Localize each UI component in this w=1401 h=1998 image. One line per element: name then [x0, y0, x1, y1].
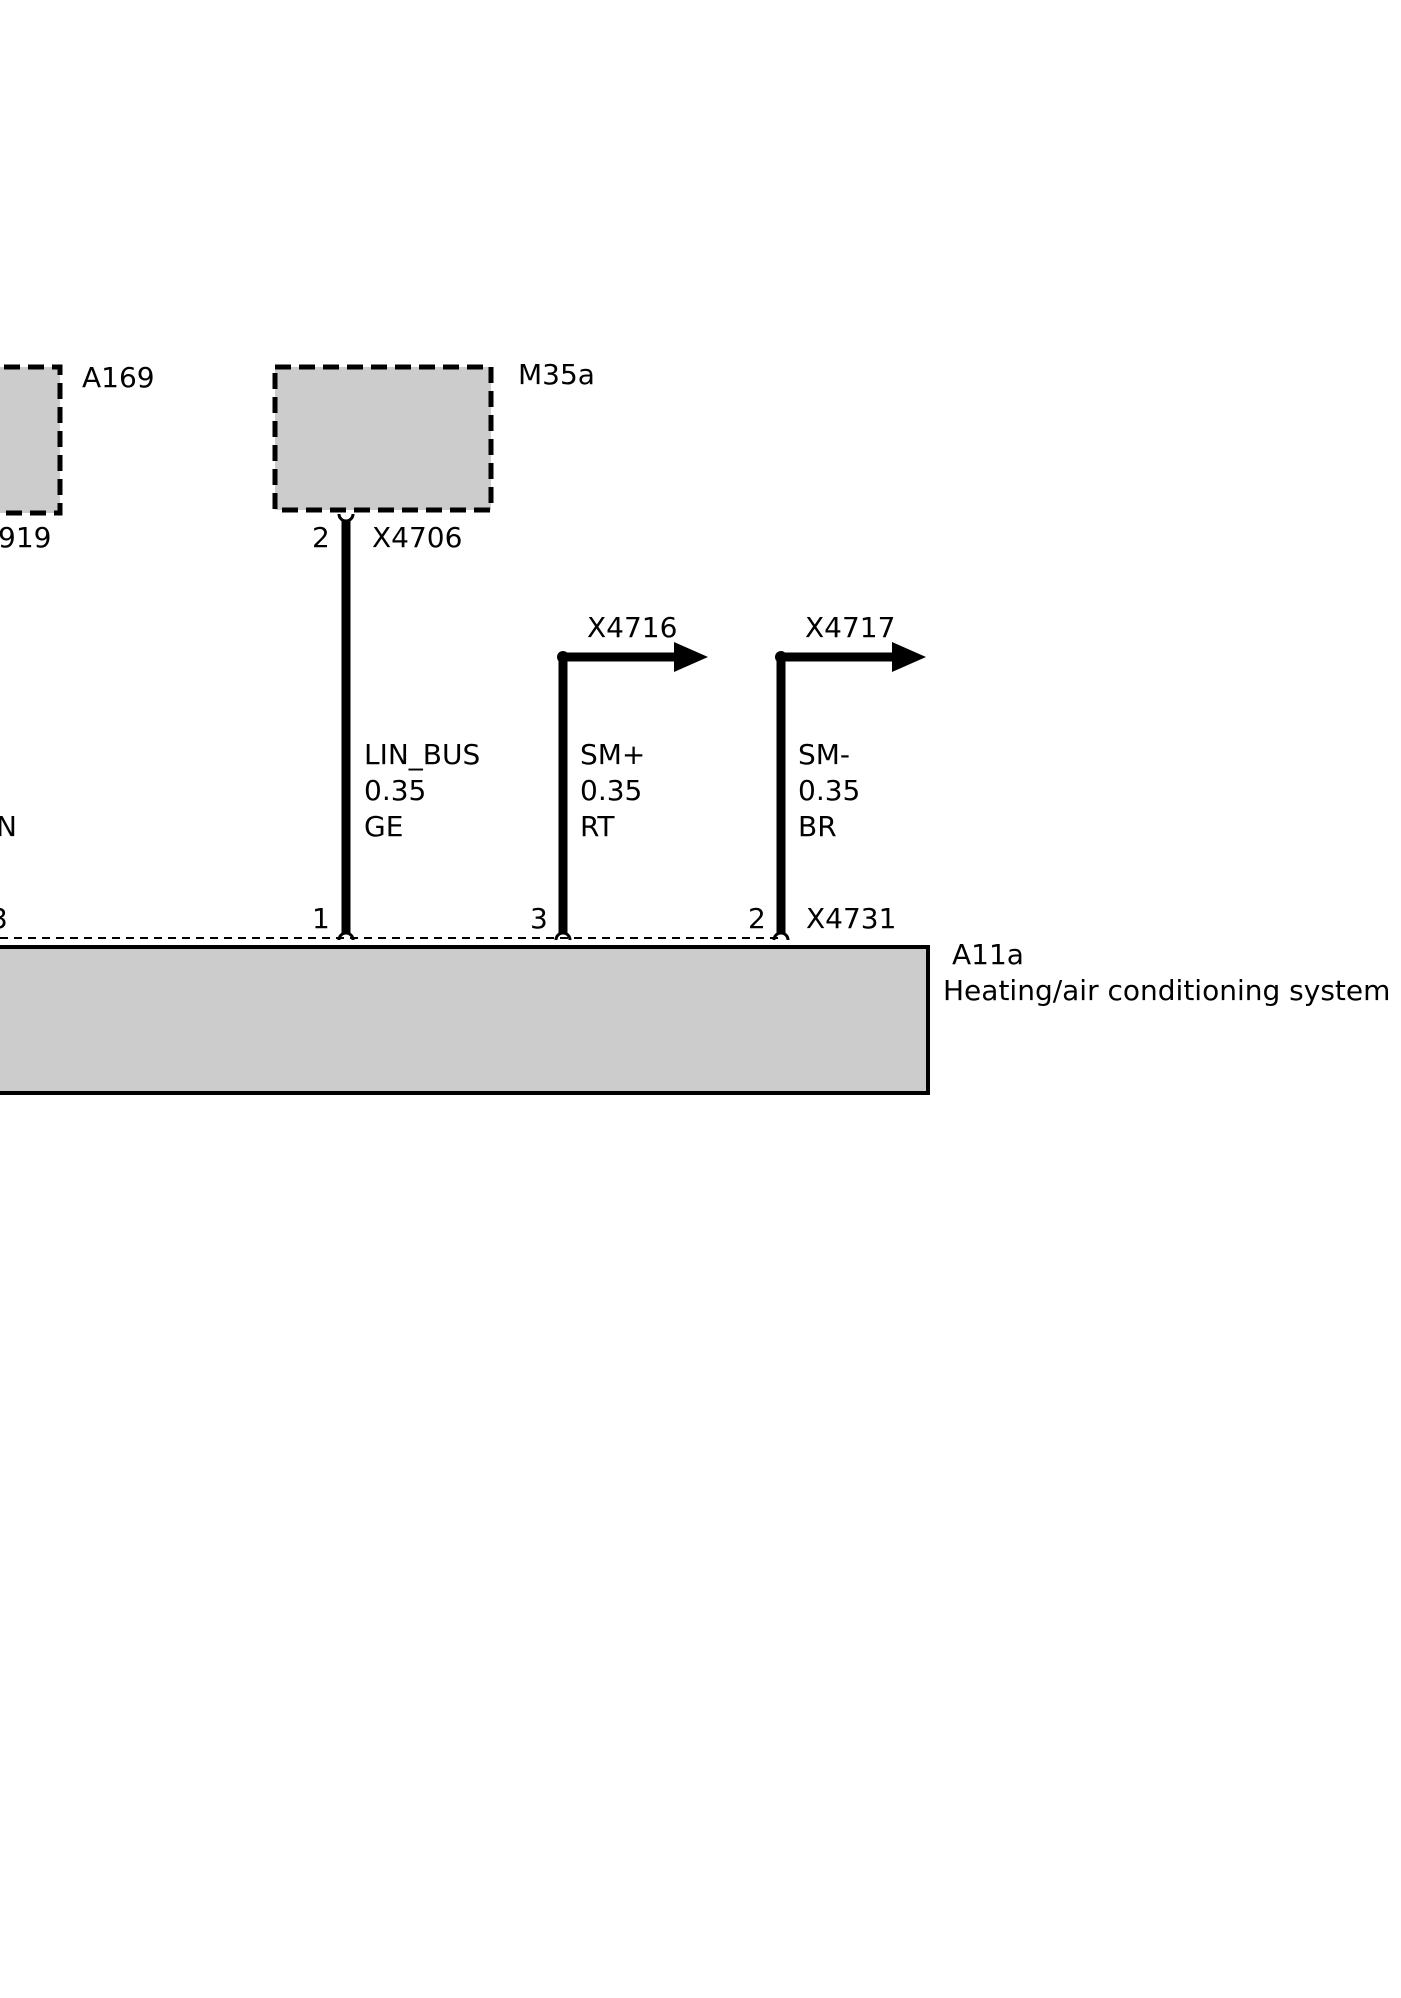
m35a-pin-socket: [337, 513, 355, 523]
left-wire-color-fragment: N: [0, 810, 17, 843]
lin-bus-gauge: 0.35: [364, 774, 426, 807]
m35a-label: M35a: [518, 358, 595, 391]
sm-plus-signal: SM+: [580, 738, 645, 771]
lin-bus-signal: LIN_BUS: [364, 738, 480, 771]
a169-label: A169: [82, 361, 155, 394]
left-pin-fragment: 3: [0, 902, 8, 935]
sm-minus-arrow-icon: [892, 642, 926, 672]
sm-minus-connector-label: X4717: [805, 611, 895, 644]
sm-plus-connector-label: X4716: [587, 611, 677, 644]
a11a-pin-2-socket: [772, 931, 790, 941]
a11a-pin-1-socket: [337, 931, 355, 941]
sm-minus-gauge: 0.35: [798, 774, 860, 807]
a11a-pin-3-socket: [554, 931, 572, 941]
m35a-module-box: [272, 364, 494, 513]
a11a-description: Heating/air conditioning system: [943, 974, 1390, 1007]
x4731-connector-label: X4731: [806, 902, 896, 935]
a11a-pin-1-number: 1: [312, 902, 330, 935]
a11a-pin-3-number: 3: [530, 902, 548, 935]
sm-plus-gauge: 0.35: [580, 774, 642, 807]
a11a-module-box: [0, 945, 930, 1095]
m35a-pin-number: 2: [312, 521, 330, 554]
lin-bus-color: GE: [364, 810, 403, 843]
a11a-pin-2-number: 2: [748, 902, 766, 935]
sm-plus-arrow-icon: [674, 642, 708, 672]
a169-connector-label: 919: [0, 521, 51, 554]
m35a-connector-label: X4706: [372, 521, 462, 554]
sm-plus-color: RT: [580, 810, 615, 843]
a11a-label: A11a: [952, 938, 1024, 971]
sm-minus-signal: SM-: [798, 738, 850, 771]
sm-minus-color: BR: [798, 810, 837, 843]
a169-module-box: [0, 364, 63, 516]
